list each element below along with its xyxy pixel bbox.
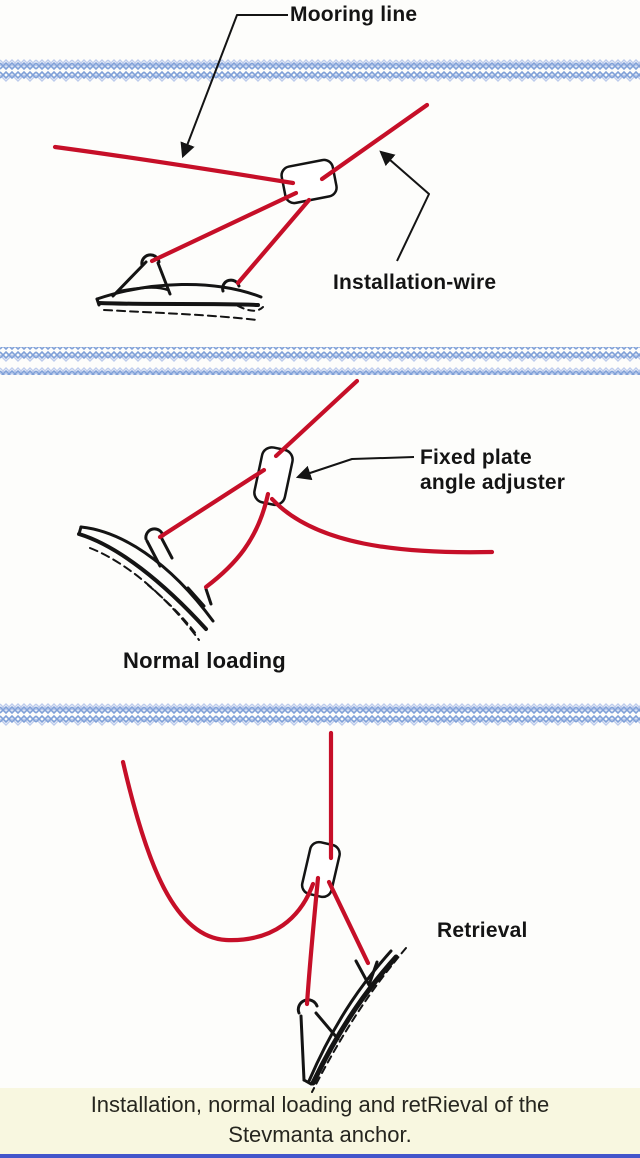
fixed-plate-leader (295, 456, 415, 481)
bridle-rear-rope (203, 491, 271, 590)
bottom-blue-bar (0, 1154, 640, 1158)
anchor-sketch-installation (95, 253, 264, 321)
mooring-line-leader (180, 14, 288, 159)
ropes-normal-loading (157, 378, 495, 590)
slack-mooring-curve (120, 759, 316, 943)
ropes-installation (52, 102, 430, 286)
mooring-rope-taut (273, 378, 360, 459)
bridle-rear-rope (326, 879, 371, 966)
bridle-front-rope (149, 190, 299, 264)
water-surface-band-2 (0, 347, 640, 375)
bridle-front-rope (157, 467, 267, 540)
installation-wire-rope (319, 102, 430, 182)
mooring-line-rope (52, 144, 296, 186)
anchor-sketch-normal-loading (77, 525, 215, 641)
caption-band (0, 1088, 640, 1158)
angle-adjuster-retrieval (300, 840, 341, 899)
installation-wire-leader (379, 150, 430, 262)
slack-installation-rope (269, 496, 495, 555)
ropes-retrieval (120, 730, 371, 1007)
anchor-sketch-retrieval (296, 947, 407, 1093)
bridle-front-rope (304, 875, 321, 1007)
leader-lines (180, 14, 430, 481)
water-surface-band-3 (0, 700, 640, 730)
water-surface-band-1 (0, 54, 640, 82)
bridle-rear-rope (235, 197, 312, 286)
